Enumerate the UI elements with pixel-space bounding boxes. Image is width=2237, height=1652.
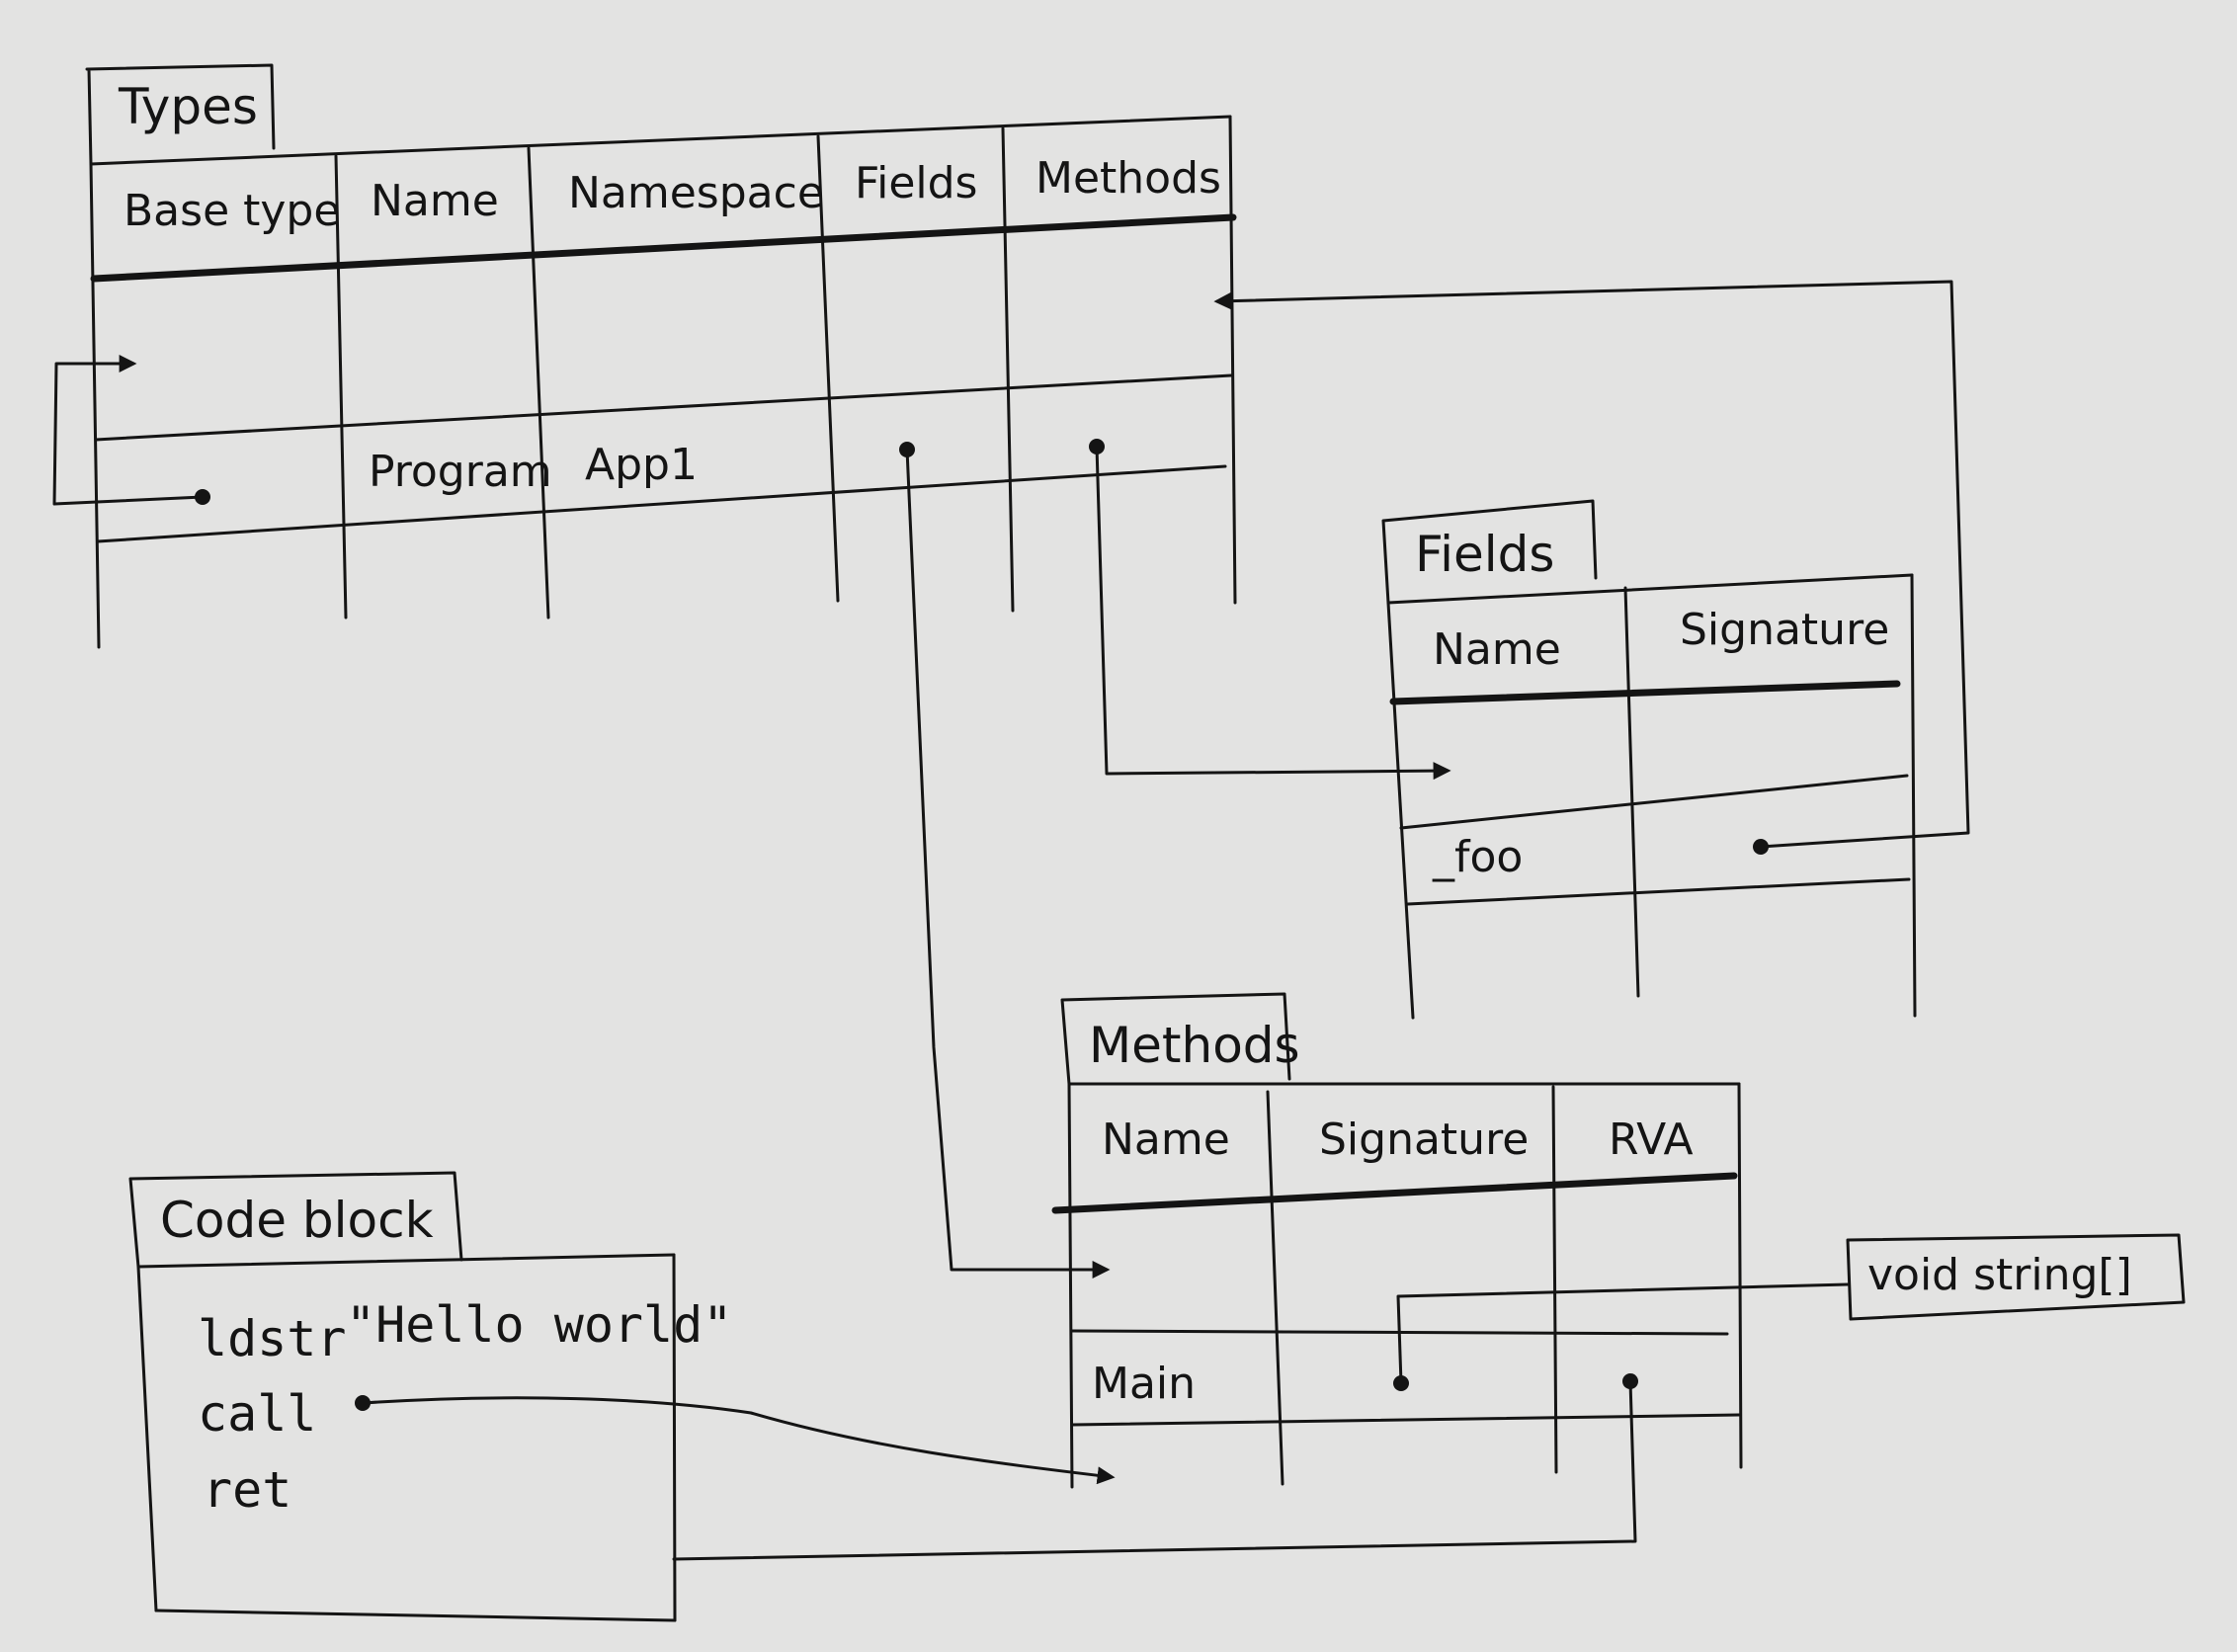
- fields-cell-name: _foo: [1432, 832, 1523, 882]
- connector-base-type-loop: [52, 355, 205, 506]
- methods-cell-name: Main: [1092, 1359, 1196, 1409]
- fields-row-divider-1: [1399, 774, 1909, 830]
- types-col-base-type: Base type: [124, 186, 340, 236]
- methods-row-divider-2: [1070, 1413, 1741, 1427]
- types-col-name: Name: [371, 176, 499, 226]
- code-outer-top: [136, 1253, 676, 1269]
- dot-field-signature: [1753, 839, 1769, 855]
- code-title-tab: [128, 1171, 463, 1269]
- types-col-methods: Methods: [1036, 153, 1221, 204]
- methods-col-rva: RVA: [1609, 1115, 1694, 1165]
- fields-title: Fields: [1415, 526, 1554, 583]
- code-bottom-edge: [154, 1609, 677, 1622]
- types-cell-namespace: App1: [585, 440, 698, 490]
- fields-header-rule: [1389, 680, 1901, 705]
- methods-title-tab: [1060, 992, 1291, 1086]
- signature-note-text: void string[]: [1867, 1250, 2132, 1300]
- types-cell-name: Program: [369, 447, 552, 497]
- types-col-fields: Fields: [855, 158, 977, 208]
- fields-outer-top: [1386, 573, 1914, 605]
- dot-types-methods: [1089, 439, 1105, 454]
- connectors: [52, 280, 1970, 1561]
- fields-left-edge: [1386, 601, 1415, 1020]
- dot-base-type: [195, 489, 210, 505]
- fields-title-tab: [1381, 499, 1598, 605]
- code-left-edge: [136, 1265, 158, 1612]
- methods-col-name: Name: [1102, 1115, 1230, 1165]
- methods-title: Methods: [1089, 1017, 1300, 1074]
- types-title: Types: [118, 78, 258, 135]
- types-row-divider-1: [94, 373, 1233, 442]
- methods-col-divider-1: [1266, 1090, 1284, 1486]
- code-line-ret: ret: [203, 1461, 291, 1519]
- dot-types-fields: [899, 442, 915, 457]
- methods-col-signature: Signature: [1319, 1115, 1529, 1165]
- types-col-divider-1: [334, 154, 348, 620]
- fields-row-divider-2: [1406, 877, 1911, 906]
- signature-note: void string[]: [1846, 1233, 2186, 1321]
- signature-note-box: [1846, 1233, 2186, 1321]
- connector-call-to-method: [361, 1396, 1116, 1485]
- types-col-namespace: Namespace: [568, 168, 824, 218]
- fields-table: Fields Name Signature _foo: [1381, 499, 1917, 1020]
- types-left-edge: [89, 162, 101, 649]
- code-block-title: Code block: [160, 1192, 434, 1249]
- fields-right-edge: [1910, 573, 1917, 1018]
- types-table: Types Base type Name Namespace Fields Me…: [85, 63, 1237, 649]
- dot-call: [355, 1395, 371, 1411]
- connector-rva-to-code-block: [672, 1379, 1637, 1561]
- types-title-tab: [85, 63, 276, 166]
- methods-left-edge: [1067, 1082, 1074, 1489]
- methods-header-rule: [1051, 1172, 1738, 1214]
- connector-method-signature-to-note: [1396, 1282, 1850, 1385]
- fields-col-name: Name: [1433, 624, 1561, 675]
- types-outer-top: [89, 115, 1232, 166]
- code-block: Code block ldstr "Hello world" call ret: [128, 1171, 732, 1622]
- code-line-call: call: [198, 1385, 316, 1443]
- methods-col-divider-2: [1551, 1085, 1558, 1474]
- types-col-divider-4: [1001, 126, 1015, 613]
- fields-col-signature: Signature: [1680, 605, 1889, 655]
- code-line-ldstr: ldstr: [198, 1310, 347, 1367]
- dot-method-rva: [1622, 1373, 1638, 1389]
- types-col-divider-3: [816, 134, 840, 603]
- connector-field-signature-to-type: [1213, 280, 1970, 849]
- connector-methods-to-methods-table: [905, 448, 1111, 1279]
- methods-right-edge: [1737, 1082, 1743, 1469]
- types-row-divider-2: [96, 464, 1227, 543]
- fields-col-divider: [1623, 586, 1640, 998]
- connector-fields-to-fields-table: [1095, 445, 1451, 781]
- types-header-rule: [90, 213, 1237, 283]
- types-right-edge: [1228, 115, 1237, 605]
- dot-method-signature: [1393, 1375, 1409, 1391]
- types-col-divider-2: [527, 146, 550, 620]
- code-string-literal: "Hello world": [346, 1296, 732, 1354]
- methods-table: Methods Name Signature RVA Main: [1051, 992, 1743, 1489]
